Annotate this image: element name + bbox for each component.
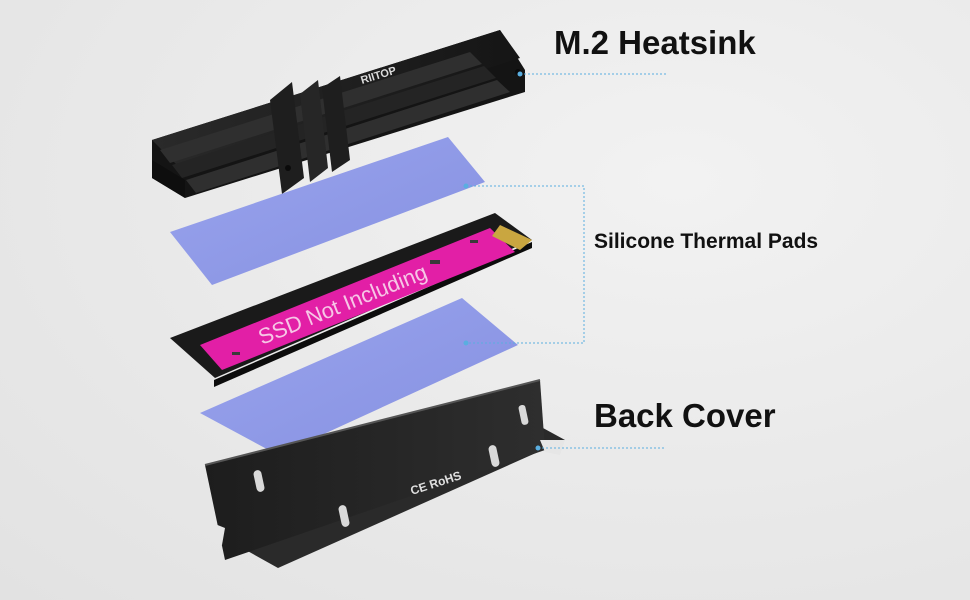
- callout-dots: [463, 71, 541, 451]
- back-cover-label: Back Cover: [594, 397, 776, 434]
- back-cover: CE RoHS: [204, 379, 565, 568]
- thermal-pad-top: [170, 137, 485, 285]
- heatsink: RIITOP: [152, 30, 525, 198]
- callout-lines: [466, 73, 666, 449]
- ssd-module: SSD Not Including: [170, 213, 532, 387]
- heatsink-label: M.2 Heatsink: [554, 24, 756, 61]
- thermal-pads-label: Silicone Thermal Pads: [594, 230, 819, 253]
- callout-thermal-pads: [466, 185, 585, 344]
- thermal-pad-bottom: [200, 298, 518, 455]
